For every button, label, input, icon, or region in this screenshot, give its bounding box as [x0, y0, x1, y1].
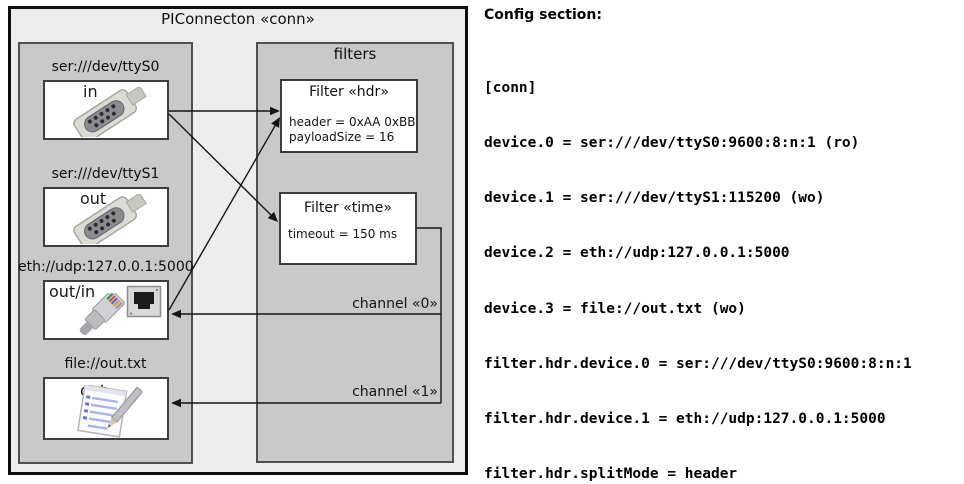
device-label: ser:///dev/ttyS1 [51, 166, 160, 182]
filter-param: payloadSize = 16 [289, 130, 395, 144]
device-box: out/in [43, 280, 169, 340]
filters-panel-title: filters [333, 45, 377, 63]
filter-time-box: Filter «time» timeout = 150 ms [279, 192, 417, 265]
config-line: filter.hdr.splitMode = header [484, 466, 738, 483]
device-label: eth://udp:127.0.0.1:5000 [18, 259, 194, 275]
config-line: device.0 = ser:///dev/ttyS0:9600:8:n:1 (… [484, 135, 860, 152]
config-line: [conn] [484, 79, 537, 96]
config-line: device.1 = ser:///dev/ttyS1:115200 (wo) [484, 190, 825, 207]
device-eth-udp: eth://udp:127.0.0.1:5000 out/in [18, 259, 194, 340]
config-text-block: [conn] device.0 = ser:///dev/ttyS0:9600:… [484, 42, 921, 484]
filter-param: timeout = 150 ms [288, 227, 398, 241]
device-file-out: file://out.txt out [18, 356, 193, 440]
port-label: in [83, 82, 98, 101]
config-line: device.3 = file://out.txt (wo) [484, 300, 746, 317]
device-ser-ttys1: ser:///dev/ttyS1 out [18, 166, 193, 247]
serial-connector-icon [73, 194, 147, 244]
device-ser-ttys0: ser:///dev/ttyS0 in [18, 59, 193, 140]
filter-title: Filter «hdr» [309, 84, 389, 100]
config-line: device.2 = eth://udp:127.0.0.1:5000 [484, 245, 790, 262]
port-label: out [80, 189, 107, 208]
config-line: filter.hdr.device.1 = eth://udp:127.0.0.… [484, 411, 886, 428]
notepad-icon [77, 385, 143, 438]
config-section-heading: Config section: [484, 7, 602, 23]
pencil-icon [107, 387, 143, 428]
filter-title: Filter «time» [304, 200, 392, 216]
ethernet-plug-icon [79, 293, 125, 336]
device-box: out [43, 377, 169, 440]
device-label: ser:///dev/ttyS0 [51, 59, 160, 75]
channel-1-label: channel «1» [352, 384, 438, 400]
channel-0-label: channel «0» [352, 296, 438, 312]
diagram-title: PIConnecton «conn» [161, 10, 315, 28]
port-label: out/in [49, 282, 96, 301]
device-label: file://out.txt [64, 356, 147, 372]
filter-hdr-box: Filter «hdr» header = 0xAA 0xBB payloadS… [280, 79, 418, 153]
ethernet-jack-icon [126, 285, 162, 318]
device-box: out [43, 187, 169, 247]
filter-param: header = 0xAA 0xBB [289, 115, 416, 129]
device-box: in [43, 80, 169, 140]
serial-connector-icon [73, 87, 147, 137]
config-line: filter.hdr.device.0 = ser:///dev/ttyS0:9… [484, 355, 912, 372]
